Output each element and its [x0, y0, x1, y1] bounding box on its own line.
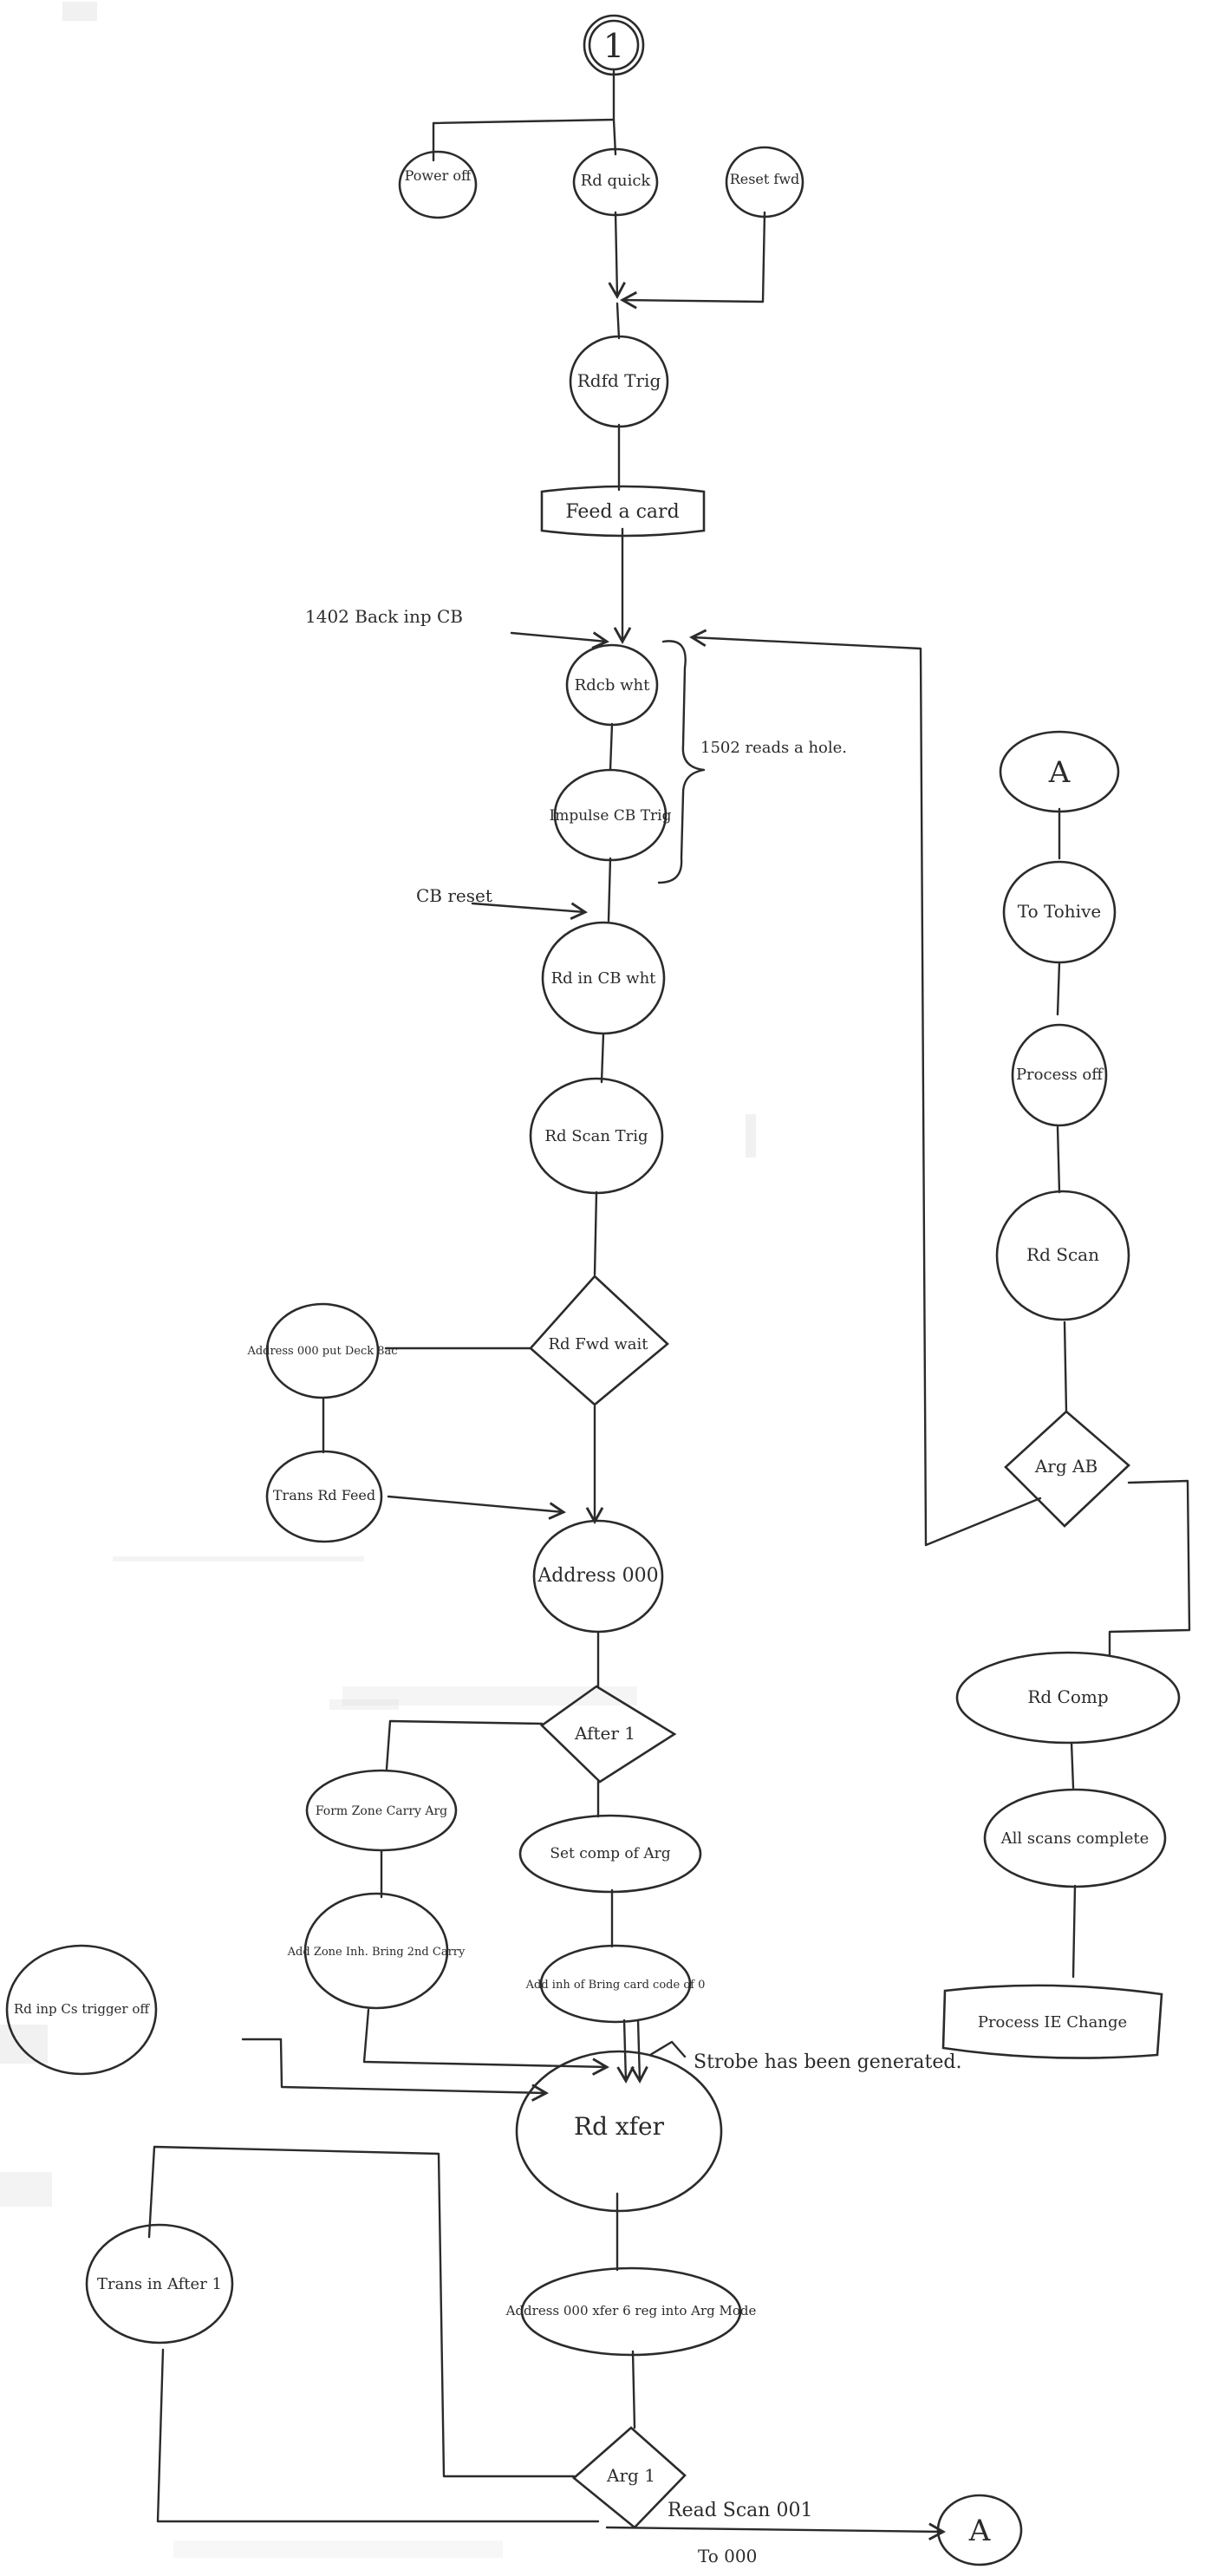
node-arg-1: Arg 1 [571, 2426, 687, 2529]
impulse-label: Impulse CB Trig [550, 807, 672, 825]
back-inp-note: 1402 Back inp CB [305, 606, 463, 627]
node-address-000-put: Address 000 put Deck 8ac [246, 1302, 398, 1399]
node-address-000: Address 000 [532, 1519, 664, 1634]
trans-after-label: Trans in After 1 [97, 2275, 222, 2293]
process-off-label: Process off [1016, 1066, 1104, 1084]
node-address-xfer: Address 000 xfer 6 reg into Arg Mode [505, 2266, 757, 2357]
node-process-off: Process off [1011, 1023, 1108, 1127]
rd-scan-label: Rd Scan Trig [544, 1127, 648, 1145]
rd-xfer-label: Rd xfer [574, 2112, 665, 2141]
node-form-zone: Form Zone Carry Arg [305, 1769, 458, 1852]
scan-noise [0, 2, 756, 2558]
to-tohive-label: To Tohive [1018, 901, 1101, 922]
node-after-1: After 1 [539, 1685, 677, 1784]
node-rd-comp: Rd Comp [955, 1651, 1181, 1745]
set-comp-label: Set comp of Arg [550, 1845, 670, 1862]
address-000-label: Address 000 [537, 1565, 658, 1587]
arg-ab-label: Arg AB [1034, 1456, 1098, 1477]
rd-fwd-label: Rd Fwd wait [548, 1335, 648, 1353]
node-reset-fwd: Reset fwd [725, 146, 804, 218]
rd-quick-label: Rd quick [581, 172, 652, 190]
address-000-put-label: Address 000 put Deck 8ac [246, 1345, 397, 1358]
node-rd-inp-cs: Rd inp Cs trigger off [5, 1944, 158, 2076]
process-ie-label: Process IE Change [978, 2013, 1127, 2031]
strobe-note: Strobe has been generated. [694, 2051, 961, 2073]
node-rd-cb: Rd in CB wht [541, 921, 666, 1035]
rd-hole-note: 1502 reads a hole. [700, 739, 847, 757]
form-zone-label: Form Zone Carry Arg [316, 1804, 447, 1818]
start-label: 1 [603, 27, 624, 65]
node-a-top: A [999, 730, 1120, 813]
node-rd-fwd-decision: Rd Fwd wait [529, 1275, 669, 1406]
node-rdfd-trig: Rdfd Trig [569, 335, 669, 428]
after-1-label: After 1 [574, 1723, 635, 1744]
address-xfer-label: Address 000 xfer 6 reg into Arg Mode [505, 2303, 757, 2318]
node-rd-quick: Rd quick [572, 147, 659, 217]
node-a-bottom: A [936, 2494, 1023, 2566]
node-trans-after: Trans in After 1 [85, 2223, 234, 2344]
node-power-off: Power off [398, 150, 478, 219]
node-rd-xfer: Rd xfer [515, 2050, 723, 2213]
add-zone-label: Add Zone Inh. Bring 2nd Carry [287, 1946, 466, 1959]
node-impulse: Impulse CB Trig [550, 768, 672, 862]
node-add-zone: Add Zone Inh. Bring 2nd Carry [287, 1892, 466, 2010]
node-feed-card: Feed a card [540, 485, 706, 538]
node-set-comp: Set comp of Arg [518, 1814, 702, 1894]
reset-fwd-label: Reset fwd [730, 171, 800, 187]
cb-reset-note: CB reset [416, 885, 492, 906]
a-top-label: A [1048, 755, 1071, 790]
rd-comp-label: Rd Comp [1027, 1686, 1108, 1707]
node-rd-scan-right: Rd Scan [995, 1190, 1130, 1321]
rdcb-wht-label: Rdcb wht [575, 676, 650, 695]
node-rd-scan: Rd Scan Trig [529, 1077, 664, 1195]
node-to-tohive: To Tohive [1002, 860, 1117, 964]
feed-card-label: Feed a card [565, 501, 679, 523]
rd-scan-right-label: Rd Scan [1026, 1244, 1099, 1265]
to-000-note: To 000 [698, 2546, 757, 2566]
node-start: 1 [583, 14, 645, 76]
node-all-scans: All scans complete [983, 1788, 1167, 1888]
a-bottom-label: A [968, 2514, 991, 2548]
node-add-inh: Add inh of Bring card code of 0 [525, 1944, 706, 2024]
rdfd-trig-label: Rdfd Trig [577, 370, 661, 391]
connectors [147, 69, 1042, 2541]
all-scans-label: All scans complete [1000, 1829, 1150, 1848]
connectors-right [1056, 807, 1191, 1979]
annotations: 1402 Back inp CB 1502 reads a hole. CB r… [305, 606, 961, 2566]
node-rdcb-wht: Rdcb wht [565, 643, 659, 727]
node-process-ie: Process IE Change [941, 1984, 1163, 2059]
node-arg-ab: Arg AB [1004, 1410, 1130, 1528]
arg-1-label: Arg 1 [606, 2465, 655, 2486]
rd-inp-cs-label: Rd inp Cs trigger off [14, 2001, 150, 2017]
trans-rd-feed-label: Trans Rd Feed [273, 1487, 375, 1503]
power-off-label: Power off [405, 167, 472, 184]
read-scan-note: Read Scan 001 [668, 2500, 812, 2521]
rd-cb-label: Rd in CB wht [551, 969, 657, 988]
add-inh-label: Add inh of Bring card code of 0 [525, 1979, 706, 1992]
node-trans-rd-feed: Trans Rd Feed [265, 1450, 383, 1543]
